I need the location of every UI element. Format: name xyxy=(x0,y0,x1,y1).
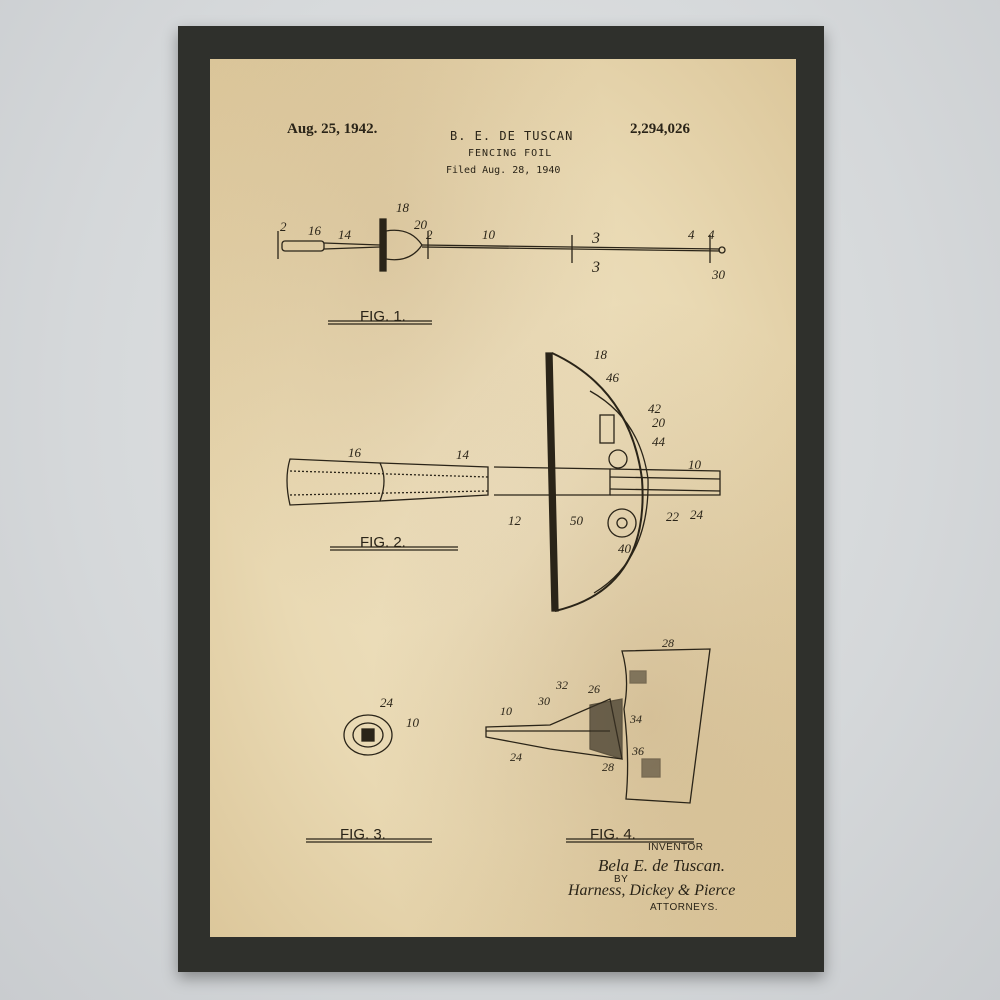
svg-text:10: 10 xyxy=(406,715,420,730)
svg-text:42: 42 xyxy=(648,401,662,416)
svg-text:18: 18 xyxy=(594,347,608,362)
figure-1-label: FIG. 1. xyxy=(328,308,432,325)
figure-1-caption: FIG. 1. xyxy=(360,308,406,325)
svg-text:4: 4 xyxy=(708,227,715,242)
figure-3-label: FIG. 3. xyxy=(306,826,432,843)
picture-frame: Aug. 25, 1942. B. E. DE TUSCAN 2,294,026… xyxy=(178,26,824,972)
svg-text:34: 34 xyxy=(629,712,642,726)
svg-text:16: 16 xyxy=(308,223,322,238)
svg-text:14: 14 xyxy=(338,227,352,242)
svg-text:2: 2 xyxy=(280,219,287,234)
figure-2-label: FIG. 2. xyxy=(330,534,458,551)
figure-2-caption: FIG. 2. xyxy=(360,534,406,551)
svg-text:22: 22 xyxy=(666,509,680,524)
svg-text:36: 36 xyxy=(631,744,644,758)
figure-3-caption: FIG. 3. xyxy=(340,826,386,843)
inventor-signature: Bela E. de Tuscan. xyxy=(598,856,725,876)
svg-text:3: 3 xyxy=(591,230,600,247)
figure-4-tip-detail xyxy=(486,649,710,803)
svg-text:2: 2 xyxy=(426,227,433,242)
svg-text:3: 3 xyxy=(591,259,600,276)
svg-text:32: 32 xyxy=(555,678,568,692)
svg-text:14: 14 xyxy=(456,447,470,462)
attorneys-signature: Harness, Dickey & Pierce xyxy=(568,882,735,900)
svg-text:50: 50 xyxy=(570,513,584,528)
svg-text:10: 10 xyxy=(500,704,512,718)
figure-3-blade-section xyxy=(344,715,392,755)
attorneys-label: ATTORNEYS. xyxy=(650,902,718,913)
svg-text:18: 18 xyxy=(396,200,410,215)
svg-text:26: 26 xyxy=(588,682,600,696)
svg-text:40: 40 xyxy=(618,541,632,556)
figure-4-label: FIG. 4. xyxy=(566,826,694,843)
patent-drawing: 2 16 14 18 20 2 10 3 3 4 4 30 FIG. 1. xyxy=(210,59,796,937)
svg-text:12: 12 xyxy=(508,513,522,528)
figure-2-section xyxy=(287,353,720,611)
svg-text:24: 24 xyxy=(690,507,704,522)
svg-text:10: 10 xyxy=(482,227,496,242)
svg-text:28: 28 xyxy=(662,636,674,650)
svg-text:44: 44 xyxy=(652,434,666,449)
svg-text:24: 24 xyxy=(510,750,522,764)
svg-text:46: 46 xyxy=(606,370,620,385)
patent-paper: Aug. 25, 1942. B. E. DE TUSCAN 2,294,026… xyxy=(210,59,796,937)
svg-text:24: 24 xyxy=(380,695,394,710)
svg-text:28: 28 xyxy=(602,760,614,774)
svg-text:16: 16 xyxy=(348,445,362,460)
inventor-label: INVENTOR xyxy=(648,842,704,853)
figure-4-caption: FIG. 4. xyxy=(590,826,636,843)
svg-text:4: 4 xyxy=(688,227,695,242)
svg-text:20: 20 xyxy=(652,415,666,430)
svg-text:10: 10 xyxy=(688,457,702,472)
svg-text:30: 30 xyxy=(711,267,726,282)
svg-text:30: 30 xyxy=(537,694,550,708)
